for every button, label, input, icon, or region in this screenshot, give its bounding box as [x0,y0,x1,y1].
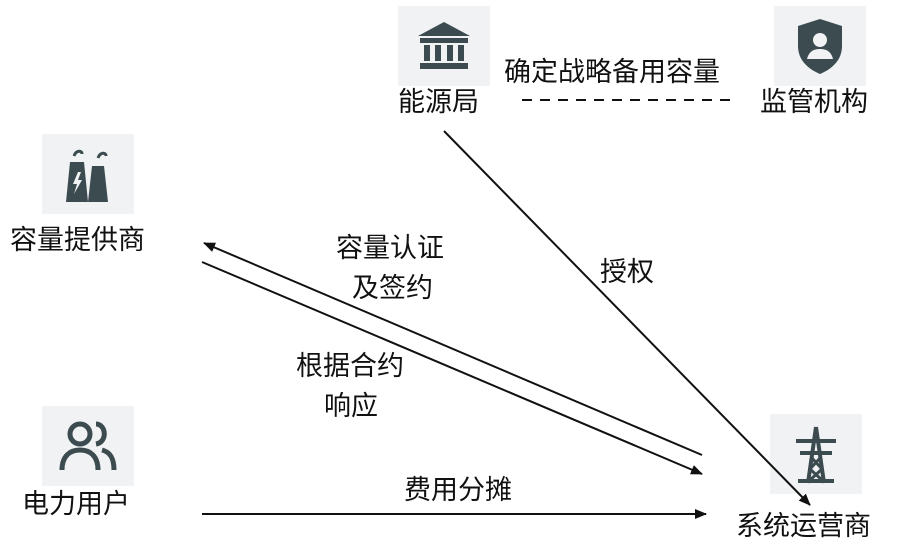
certification-label-line1: 容量认证 [336,233,444,264]
authorize-label: 授权 [600,257,654,288]
regulator-icon-tile [774,6,866,86]
bank-icon [418,22,470,69]
cost-share-label: 费用分摊 [404,475,512,506]
certification-label-line2: 及签约 [352,273,433,304]
certification-arrow [203,242,703,456]
respond-label-line2: 响应 [324,391,378,422]
power-plant-icon [66,149,108,202]
authorize-arrow [443,130,811,506]
power-user-label: 电力用户 [22,489,130,520]
capacity-provider-label: 容量提供商 [10,225,145,256]
energy-bureau-icon-tile [398,6,490,86]
regulator-label: 监管机构 [760,87,868,118]
shield-user-icon [798,19,842,74]
energy-bureau-label: 能源局 [398,87,479,118]
power-user-icon-tile [42,406,134,486]
respond-arrow [201,261,703,475]
respond-label-line1: 根据合约 [296,351,404,382]
users-icon [59,421,117,471]
transmission-tower-icon [796,426,836,484]
system-operator-label: 系统运营商 [736,511,871,542]
capacity-provider-icon-tile [42,134,134,214]
strategic-capacity-label: 确定战略备用容量 [504,57,720,88]
